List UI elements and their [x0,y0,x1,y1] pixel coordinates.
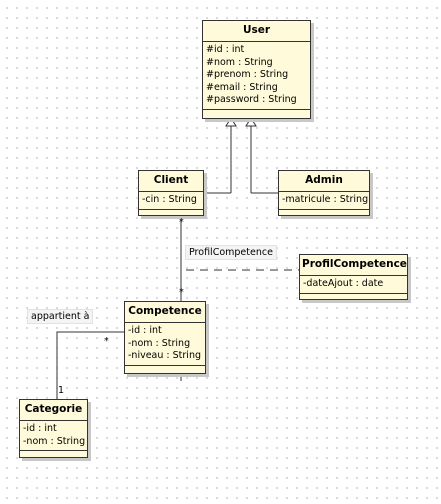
generalization-arrow-admin [245,117,257,127]
client-class[interactable]: Client -cin : String [138,170,204,216]
attribute: -matricule : String [282,194,369,205]
attribute-list: -matricule : String [279,192,369,210]
generalization-arrow-client [225,117,237,127]
operation-compartment [139,210,203,217]
attribute: -id : int [23,423,57,434]
categorie-class[interactable]: Categorie -id : int -nom : String [19,399,88,458]
attribute: -id : int [128,325,162,336]
competence-multiplicity-top: * [179,287,184,298]
class-name: Competence [125,302,205,323]
attribute: #email : String [206,81,278,93]
competence-class[interactable]: Competence -id : int -nom : String -nive… [124,301,206,374]
class-name: User [203,21,310,42]
attribute-list: -id : int -nom : String [20,421,87,451]
attribute: #prenom : String [206,69,289,80]
operation-compartment [203,110,310,117]
class-name: ProfilCompetence [300,255,407,276]
attribute-list: #id : int #nom : String #prenom : String… [203,42,310,110]
attribute: -dateAjout : date [303,278,384,289]
operation-compartment [20,451,87,458]
attribute: -nom : String [23,435,86,447]
user-class[interactable]: User #id : int #nom : String #prenom : S… [202,20,311,119]
attribute: -nom : String [128,337,191,349]
profil-competence-class[interactable]: ProfilCompetence -dateAjout : date [299,254,408,300]
attribute-list: -id : int -nom : String -niveau : String [125,323,205,366]
competence-categorie-association [56,331,125,400]
attribute: -cin : String [142,194,197,205]
competence-multiplicity-left: * [104,336,109,347]
class-name: Categorie [20,400,87,421]
operation-compartment [125,366,205,373]
operation-compartment [300,294,407,301]
attribute: #nom : String [206,56,273,68]
client-multiplicity: * [179,217,184,228]
class-name: Client [139,171,203,192]
appartient-label: appartient à [27,309,94,324]
attribute: -niveau : String [128,350,201,361]
class-name: Admin [279,171,369,192]
categorie-multiplicity: 1 [58,385,65,396]
attribute: #id : int [206,44,245,55]
attribute: #password : String [206,94,297,105]
operation-compartment [279,210,369,217]
attribute-list: -dateAjout : date [300,276,407,294]
attribute-list: -cin : String [139,192,203,210]
admin-class[interactable]: Admin -matricule : String [278,170,370,216]
association-class-label: ProfilCompetence [185,245,277,260]
